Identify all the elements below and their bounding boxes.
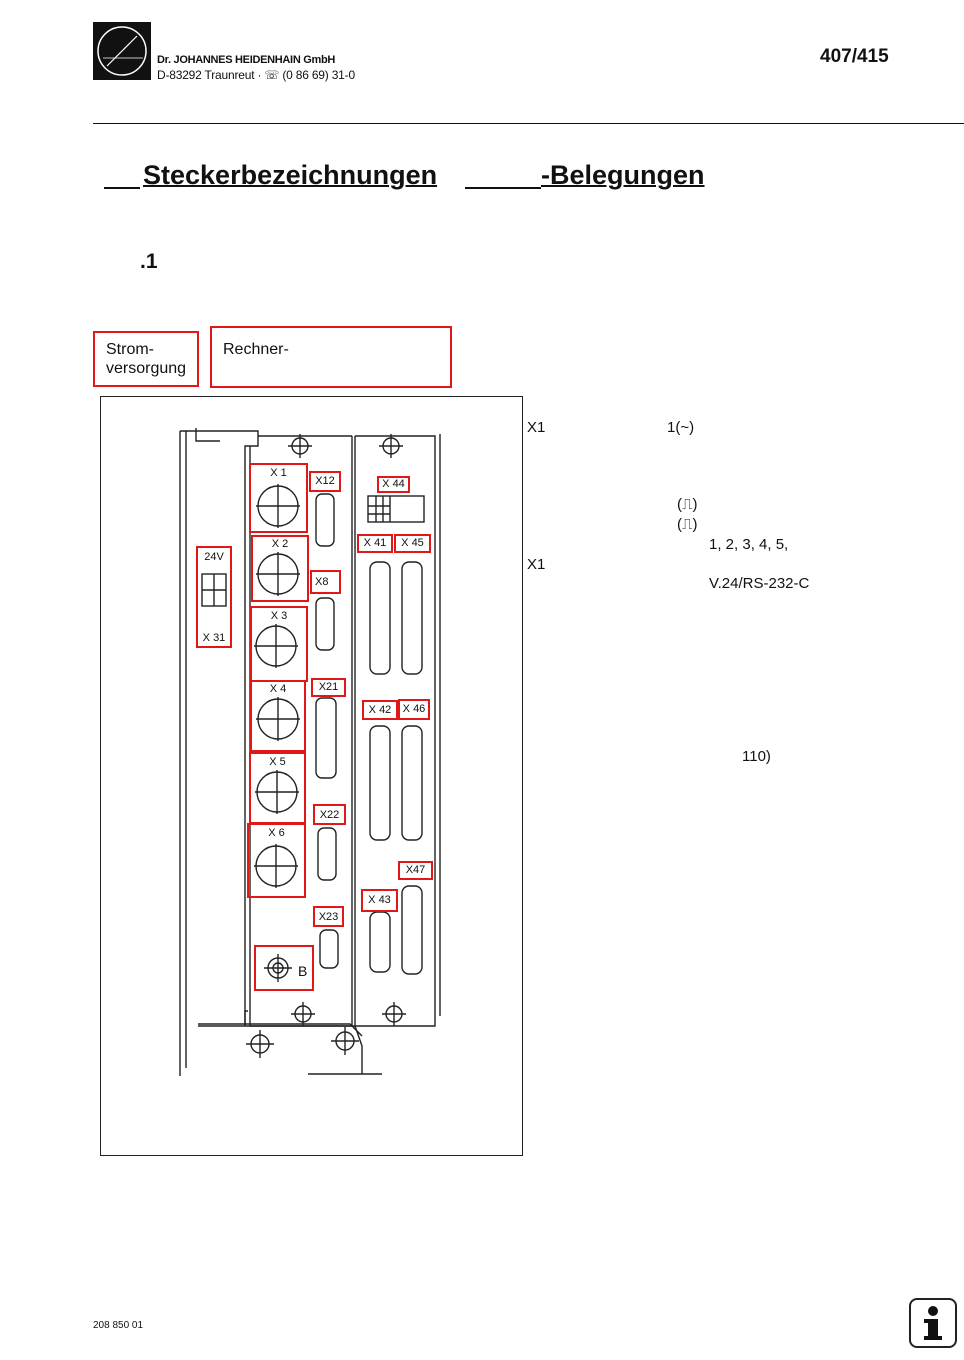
connector-x31-box: 24V X 31 [196, 546, 232, 648]
connector-x44-box: X 44 [377, 476, 410, 493]
connector-x4-box: X 4 [250, 680, 306, 752]
connector-x41-label: X 41 [363, 537, 387, 549]
connector-x43-box: X 43 [361, 889, 398, 912]
right-value-2: (⎍) [677, 496, 698, 513]
logo-emblem-icon [97, 26, 147, 76]
connector-x1-label: X 1 [270, 467, 287, 479]
connector-x6-box: X 6 [247, 823, 306, 898]
connector-x46-label: X 46 [402, 703, 426, 715]
connector-x4-label: X 4 [269, 683, 287, 695]
company-address: D-83292 Traunreut · ☏ (0 86 69) 31-0 [157, 68, 355, 82]
title-gap-line [465, 187, 541, 189]
connector-x12-box: X12 [309, 471, 341, 492]
title-leading-line [104, 187, 140, 189]
right-value-6: 110) [742, 748, 771, 765]
connector-x42-label: X 42 [368, 704, 392, 716]
connector-x31-label: X 31 [202, 632, 226, 644]
connector-x43-label: X 43 [368, 894, 391, 906]
footer-code: 208 850 01 [93, 1320, 144, 1331]
power-supply-label-box: Strom- versorgung [93, 331, 199, 387]
connector-x6-label: X 6 [268, 827, 285, 839]
document-number: 407/415 [820, 46, 889, 67]
company-name: Dr. JOHANNES HEIDENHAIN GmbH [157, 54, 336, 66]
voltage-label: 24V [204, 551, 224, 563]
page-title-part2: -Belegungen [541, 160, 705, 190]
connector-x47-box: X47 [398, 861, 433, 880]
connector-x2-label: X 2 [271, 538, 289, 550]
diagram-frame [100, 396, 523, 1156]
connector-x45-label: X 45 [401, 537, 424, 549]
power-supply-label: Strom- versorgung [106, 341, 187, 377]
right-code-5: X1 [527, 556, 546, 573]
company-logo [93, 22, 151, 80]
connector-b-label: B [298, 963, 308, 979]
section-number: .1 [140, 250, 158, 273]
connector-x47-label: X47 [405, 864, 426, 876]
connector-x42-box: X 42 [362, 700, 398, 720]
right-value-3: (⎍) [677, 516, 698, 533]
connector-x46-box: X 46 [398, 699, 430, 720]
connector-x44-label: X 44 [382, 478, 405, 490]
connector-x8-box: X8 [310, 570, 341, 594]
connector-x22-box: X22 [313, 804, 346, 825]
header-rule [93, 123, 964, 124]
connector-x41-box: X 41 [357, 534, 393, 553]
right-code-1: X1 [527, 419, 546, 436]
connector-x21-label: X21 [318, 681, 339, 693]
right-value-4: 1, 2, 3, 4, 5, [709, 536, 789, 553]
connector-x8-label: X8 [315, 576, 329, 588]
right-value-1: 1(~) [667, 419, 695, 436]
connector-x22-label: X22 [319, 809, 340, 821]
connector-b-box: B [254, 945, 314, 991]
connector-x23-label: X23 [318, 911, 339, 923]
connector-x2-box: X 2 [251, 535, 309, 602]
info-glyph-icon [924, 1306, 942, 1340]
connector-x3-label: X 3 [270, 610, 288, 622]
connector-x21-box: X21 [311, 678, 346, 697]
connector-x3-box: X 3 [250, 606, 308, 682]
connector-x45-box: X 45 [394, 534, 431, 553]
connector-x12-label: X12 [315, 475, 335, 487]
connector-x5-box: X 5 [249, 752, 306, 824]
right-value-5: V.24/RS-232-C [709, 575, 810, 592]
computer-label-box: Rechner- [210, 326, 452, 388]
info-icon [909, 1298, 957, 1348]
connector-diagram [179, 428, 441, 1076]
computer-label: Rechner- [223, 341, 289, 358]
page-title-part1: Steckerbezeichnungen [143, 160, 438, 190]
connector-x1-box: X 1 [249, 463, 308, 533]
connector-x5-label: X 5 [269, 756, 286, 768]
connector-x23-box: X23 [313, 906, 344, 927]
